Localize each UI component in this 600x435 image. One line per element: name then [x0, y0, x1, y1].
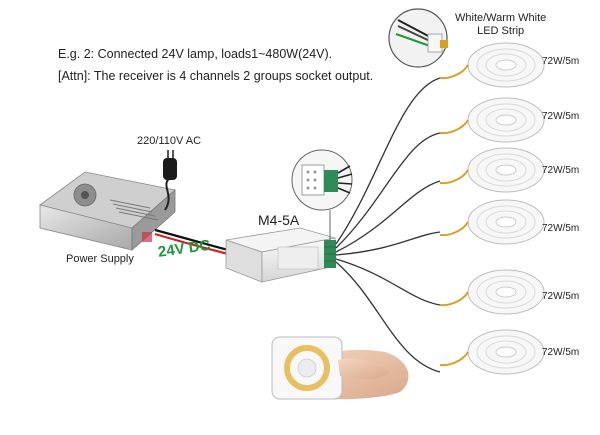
remote-control — [271, 336, 409, 400]
note-attention-line: [Attn]: The receiver is 4 channels 2 gro… — [58, 69, 374, 83]
dc-wire — [154, 228, 229, 256]
strip-connector-inset — [388, 8, 448, 68]
output-wires — [335, 77, 441, 373]
strip-power-label: 72W/5m — [542, 223, 580, 234]
strip-power-label: 72W/5m — [542, 165, 580, 176]
led-strip-reel — [439, 269, 545, 315]
controller-model-label: M4-5A — [258, 212, 300, 228]
led-strip-title-line1: White/Warm White — [455, 12, 547, 24]
power-supply-unit — [39, 171, 176, 251]
led-strip-reel — [439, 329, 545, 375]
led-strip-reel — [439, 147, 545, 193]
controller-m4-5a — [225, 227, 336, 283]
note-example-line: E.g. 2: Connected 24V lamp, loads1~480W(… — [58, 47, 333, 61]
led-strip-title-line2: LED Strip — [477, 25, 525, 37]
led-strip-reel — [439, 199, 545, 245]
strip-power-label: 72W/5m — [542, 291, 580, 302]
ac-input-label: 220/110V AC — [137, 135, 202, 147]
strip-power-label: 72W/5m — [542, 56, 580, 67]
led-strip-reel — [439, 42, 545, 88]
connector-zoom-inset — [291, 149, 353, 240]
led-strip-title: White/Warm White LED Strip — [455, 12, 546, 38]
led-strip-reels — [439, 42, 545, 375]
ac-plug — [163, 150, 177, 211]
strip-power-label: 72W/5m — [542, 347, 580, 358]
led-strip-reel — [439, 97, 545, 143]
strip-power-label: 72W/5m — [542, 111, 580, 122]
power-supply-label: Power Supply — [66, 253, 134, 265]
